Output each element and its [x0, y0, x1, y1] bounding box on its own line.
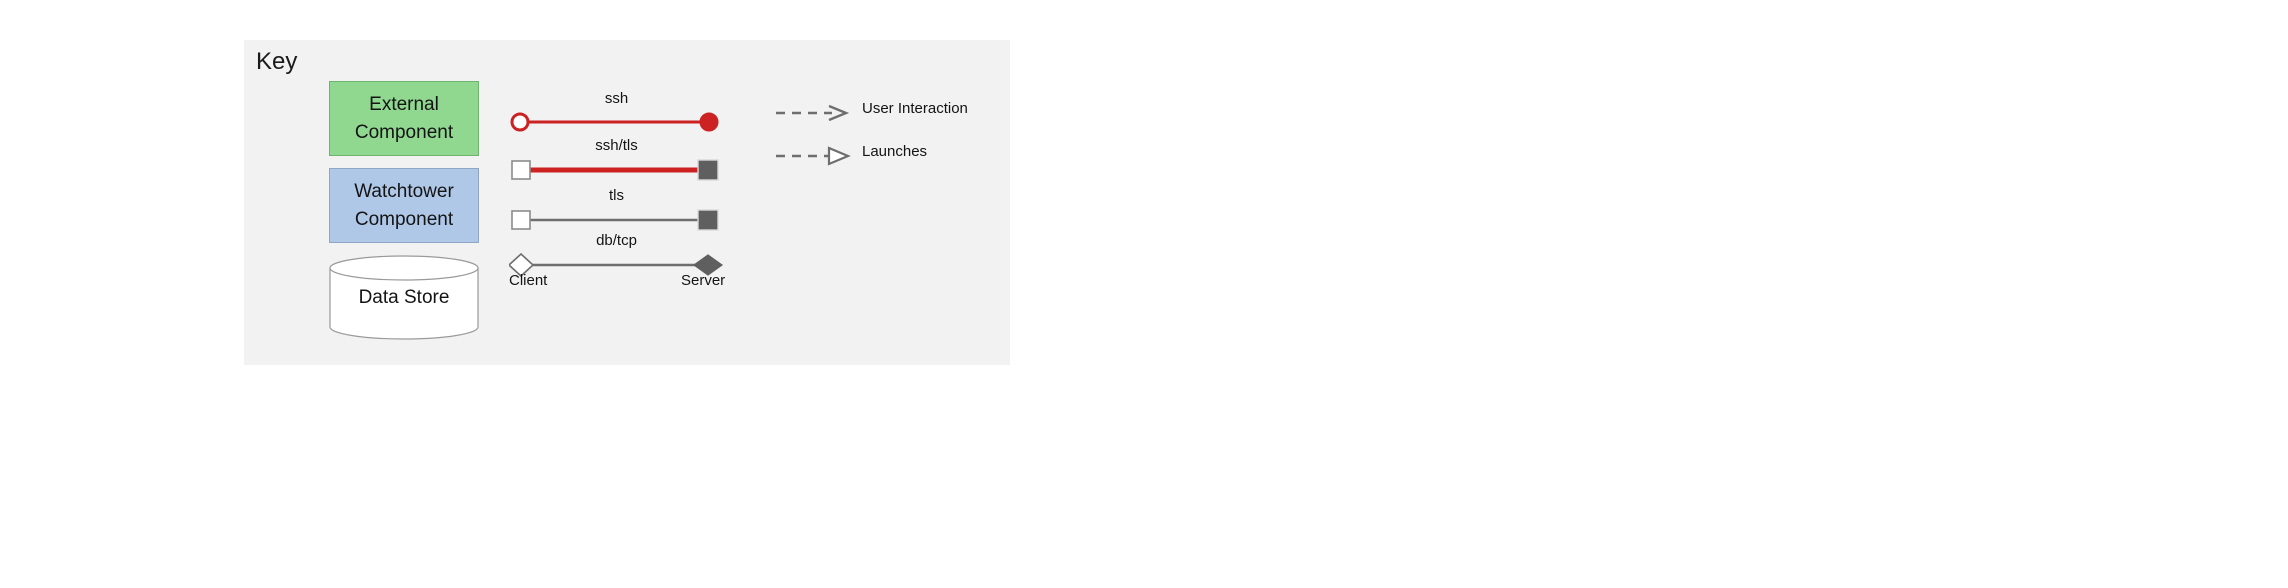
legend-panel: Key External Component Watchtower Compon…	[244, 40, 1010, 365]
legend-node-data-store: Data Store	[329, 255, 479, 340]
connector-tls-icon	[511, 209, 719, 231]
dashed-open-arrow-icon	[776, 104, 850, 122]
legend-connector-ssh-tls: ssh/tls	[509, 137, 724, 183]
open-diamond-marker	[509, 252, 535, 278]
filled-square-marker	[697, 209, 719, 231]
legend-node-watchtower-component: Watchtower Component	[329, 168, 479, 243]
legend-connector-ssh-tls-label: ssh/tls	[595, 137, 638, 154]
legend-node-external-component-line-2: Component	[354, 121, 454, 143]
open-square-marker	[511, 210, 531, 230]
open-square-marker	[511, 160, 531, 180]
legend-connector-tls-label: tls	[609, 187, 624, 204]
page-title: Key	[256, 48, 298, 75]
open-circle-marker	[510, 112, 530, 132]
filled-diamond-marker	[692, 254, 724, 276]
legend-endpoint-label-server: Server	[681, 272, 726, 289]
dashed-hollow-triangle-arrow-icon	[776, 146, 851, 166]
legend-node-watchtower-component-line-2: Component	[354, 208, 454, 230]
legend-endpoint-label-client: Client	[509, 272, 548, 289]
legend-connector-db-tcp: db/tcp	[509, 232, 724, 278]
cylinder-icon	[329, 255, 479, 340]
filled-square-marker	[697, 159, 719, 181]
connector-ssh-tls-icon	[511, 159, 719, 181]
legend-arrow-launches-label: Launches	[862, 143, 928, 160]
legend-node-external-component: External Component	[329, 81, 479, 156]
connector-db-tcp-icon	[509, 252, 724, 278]
legend-node-external-component-line-1: External	[369, 93, 439, 115]
legend-connector-db-tcp-label: db/tcp	[596, 232, 637, 249]
connector-ssh-icon	[510, 112, 719, 132]
legend-connector-ssh: ssh	[509, 90, 724, 136]
legend-connector-tls: tls	[509, 187, 724, 233]
legend-node-data-store-label: Data Store	[358, 286, 450, 308]
filled-circle-marker	[699, 112, 719, 132]
legend-connector-ssh-label: ssh	[604, 90, 629, 107]
legend-node-watchtower-component-line-1: Watchtower	[354, 180, 454, 202]
legend-arrow-user-interaction-label: User Interaction	[862, 100, 968, 117]
